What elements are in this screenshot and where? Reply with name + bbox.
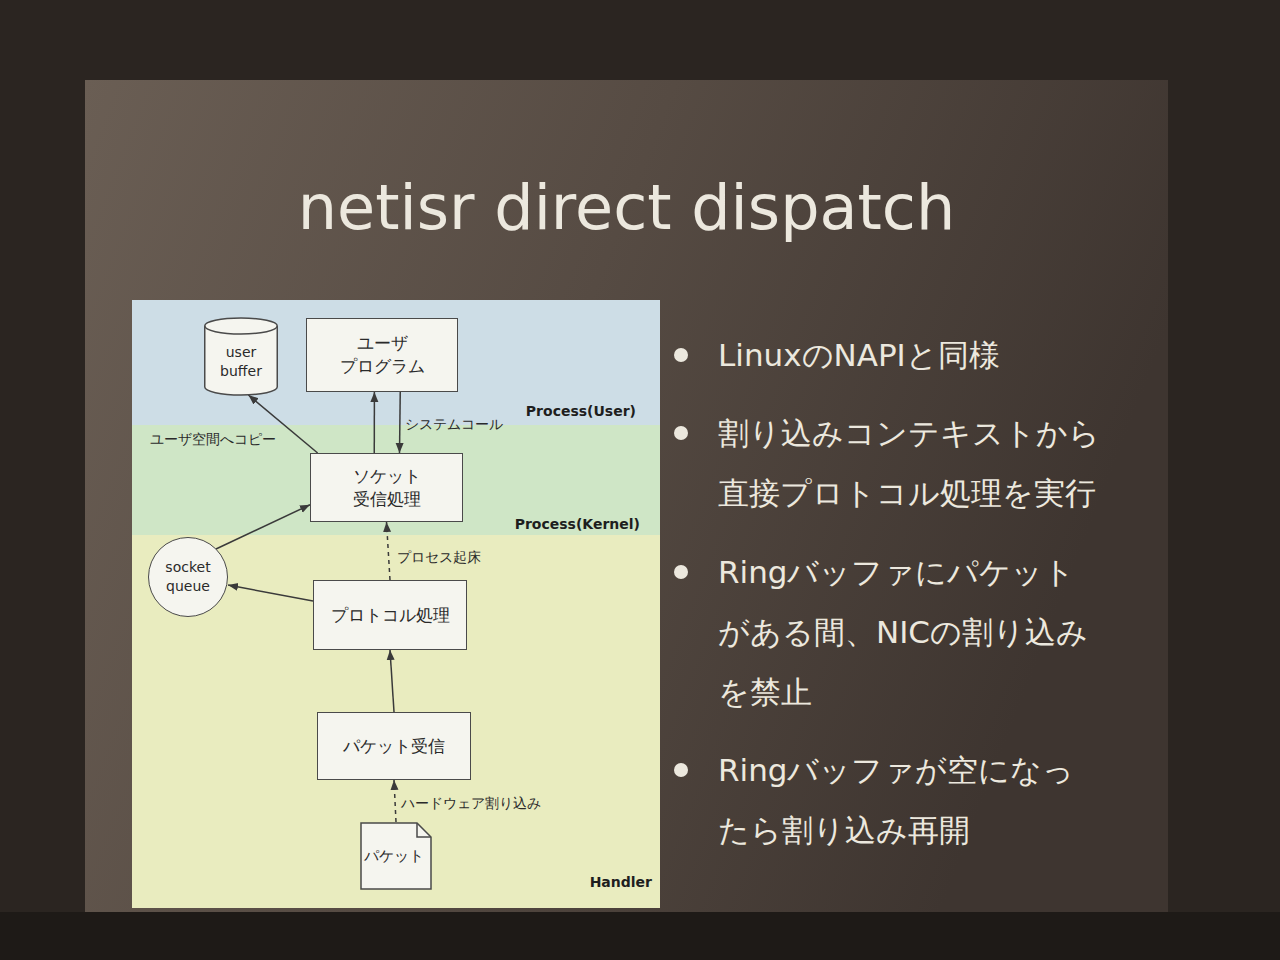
bullet-text: LinuxのNAPIと同様 [718, 325, 1106, 385]
bullet-text: Ringバッファが空になったら割り込み再開 [718, 740, 1106, 860]
outline [361, 823, 431, 889]
node-text: ソケット 受信処理 [319, 465, 454, 511]
outline-detail [417, 823, 431, 837]
band-label: Process(User) [526, 403, 636, 419]
arrow-line [374, 392, 376, 453]
band-label: Handler [590, 874, 652, 890]
edge-label: プロセス起床 [397, 549, 481, 565]
floor-shadow [0, 912, 1280, 960]
bullet-dot [674, 763, 688, 777]
process-box: ユーザ プログラム [306, 318, 458, 392]
edge-label: ハードウェア割り込み [401, 795, 541, 811]
bullet-dot [674, 426, 688, 440]
bullet-text: 割り込みコンテキストから直接プロトコル処理を実行 [718, 403, 1106, 523]
arrow-line [216, 505, 310, 549]
dashed-arrow [394, 780, 396, 822]
process-box: パケット受信 [317, 712, 471, 780]
node-text: ユーザ プログラム [315, 332, 449, 378]
arrow-line [399, 392, 401, 453]
buffer-cylinder: user buffer [204, 318, 278, 395]
bullet-text: Ringバッファにパケットがある間、NICの割り込みを禁止 [718, 542, 1106, 722]
screen [85, 80, 1168, 912]
node-text: プロトコル処理 [331, 604, 450, 627]
dashed-arrow [387, 522, 391, 580]
band-label: Process(Kernel) [515, 516, 640, 532]
node-text: socket queue [157, 558, 219, 596]
user-band: Process(User) user buffer ユーザ プログラム [132, 300, 660, 425]
queue-circle: socket queue [148, 537, 228, 617]
handler-band: Handler socket queue プロトコル処理パケット受信パケット [132, 535, 660, 908]
process-box: ソケット 受信処理 [310, 453, 463, 522]
node-text: パケット [364, 846, 424, 866]
figure-ground [132, 300, 660, 908]
node-text: user buffer [212, 343, 270, 381]
packet-document: パケット [360, 822, 432, 890]
arrow-line [228, 585, 313, 601]
process-box: プロトコル処理 [313, 580, 467, 650]
outline-detail [205, 326, 278, 334]
edge-label: ユーザ空間へコピー [150, 431, 276, 447]
bullet-dot [674, 348, 688, 362]
node-text: パケット受信 [343, 735, 445, 758]
slide-title: netisr direct dispatch [85, 168, 1168, 248]
edge-label: システムコール [405, 416, 503, 432]
arrow-line [390, 650, 394, 712]
outline [205, 318, 278, 395]
bullet-dot [674, 565, 688, 579]
